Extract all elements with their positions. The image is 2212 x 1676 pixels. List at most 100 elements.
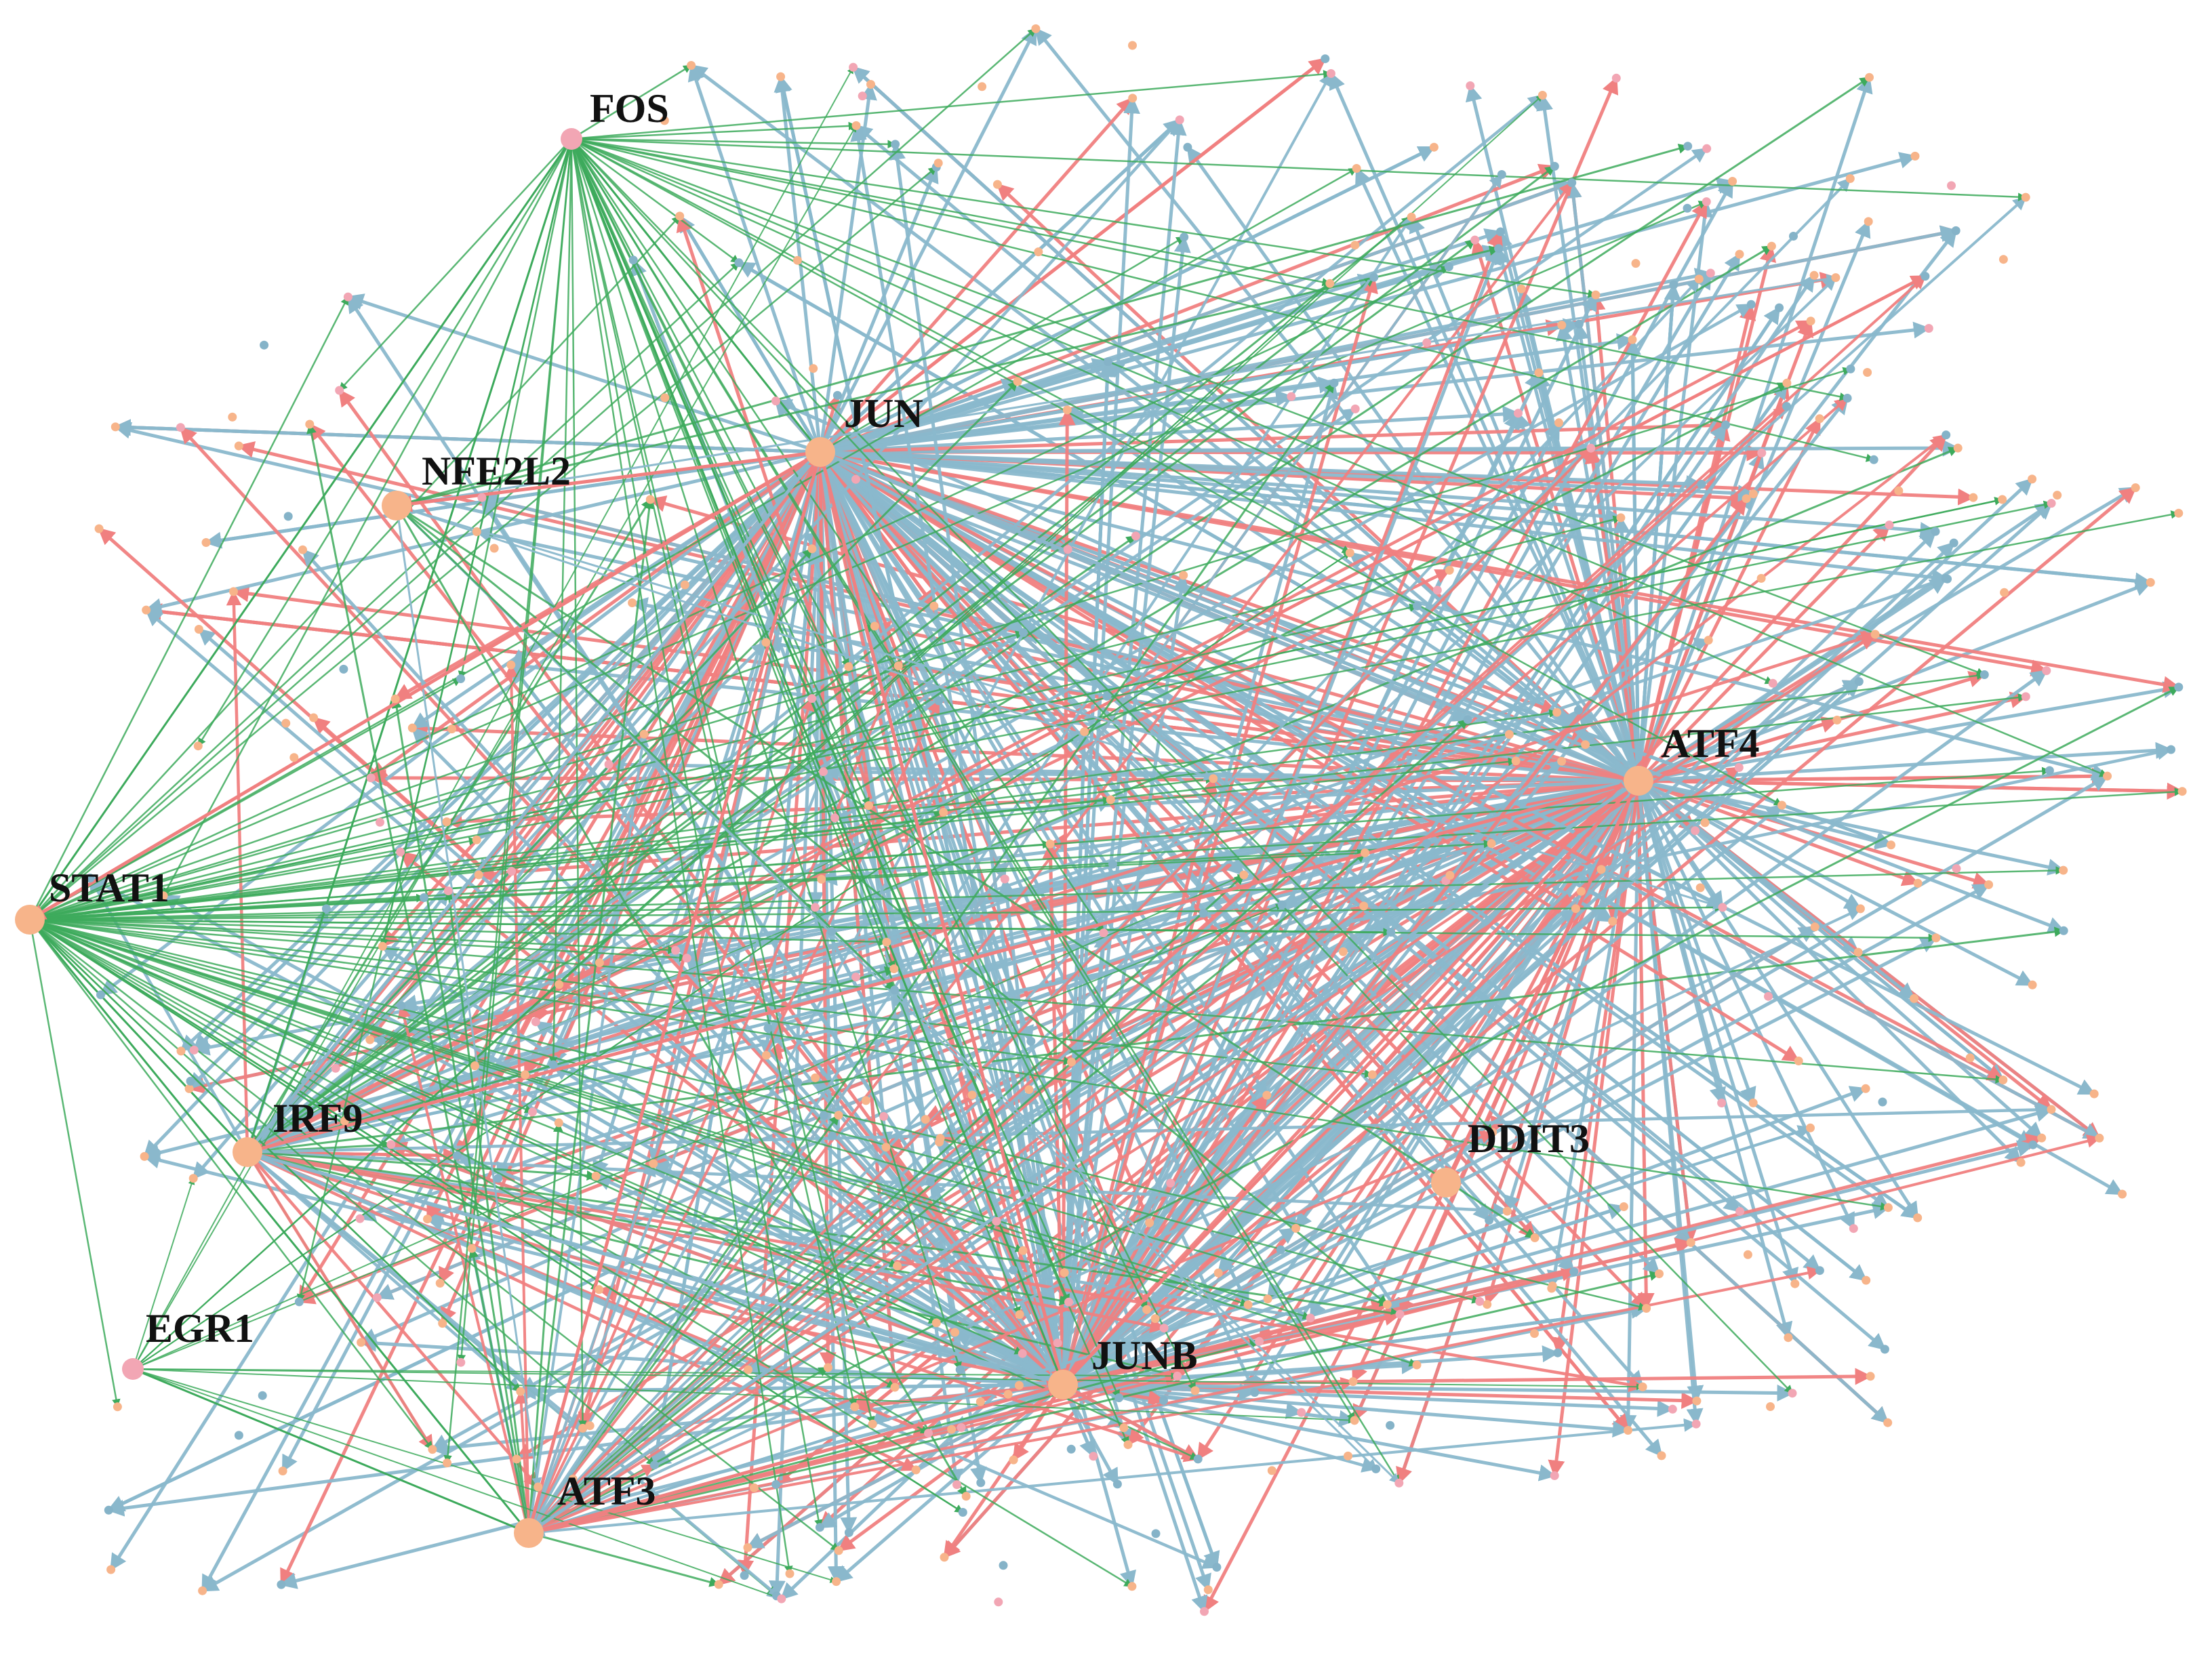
edge-irf9 [247,1151,597,1181]
target-node [1998,495,2007,504]
target-node [1018,1349,1027,1358]
target-node [1429,142,1439,152]
target-node [978,82,987,91]
target-node [2131,483,2140,493]
target-node [1885,520,1894,530]
hub-node-fos: FOS [561,86,669,150]
edge-junb [1062,497,1748,1386]
target-node [1485,1216,1494,1225]
target-node [2177,787,2187,796]
target-node [1015,1310,1024,1320]
target-node [1947,181,1956,190]
edge-egr1 [132,552,1351,1370]
target-node [889,964,899,973]
target-node [1567,178,1577,188]
target-node [929,601,939,611]
target-node [1395,1309,1405,1319]
edge-jun [818,83,877,453]
target-node [925,1177,935,1187]
hub-node-atf4: ATF4 [1624,721,1760,796]
target-node [660,393,670,403]
edge-irf9 [247,839,1493,1154]
target-node [1159,1396,1168,1405]
target-node [1504,730,1514,739]
edge-fos [549,138,573,1066]
edge-jun [818,451,1268,1097]
target-node [376,817,384,827]
target-node [1831,273,1841,283]
edge-stat1 [29,166,938,920]
edge-jun [820,163,1556,454]
edge-atf4-jun [818,449,1639,783]
target-node [1297,1408,1306,1417]
target-node [649,1460,659,1470]
target-node [585,1421,595,1431]
target-node [830,813,839,823]
edge-atf3-atf4 [527,779,1641,1535]
target-node [2047,499,2056,508]
edge-fos [571,138,1331,287]
edge-irf9 [246,119,1181,1153]
target-node [1386,1420,1395,1430]
edge-atf3 [527,173,1503,1534]
edge-atf3 [391,697,530,1534]
edge-fos [570,138,858,1408]
target-node [2016,1158,2026,1167]
target-node [1128,94,1138,103]
edge-fos [571,121,858,140]
target-node [335,386,344,395]
target-node [714,1580,723,1589]
target-node [1031,24,1041,33]
target-node [2167,745,2175,754]
target-node [815,1523,824,1532]
edge-fos [197,138,573,747]
edge-junb [1061,274,1816,1386]
target-node [1691,1419,1701,1429]
target-node [1114,1393,1124,1402]
edge-atf3 [527,770,826,1534]
edge-atf3 [528,1418,1698,1534]
target-node [386,1140,396,1149]
target-node [1018,1246,1028,1255]
edge-irf9 [247,1102,2053,1154]
target-node [1809,270,1819,280]
target-node [595,958,604,967]
target-node [305,420,315,429]
edge-jun [820,417,1728,454]
target-node [891,140,900,149]
target-node [1494,244,1504,253]
target-node [2095,1133,2104,1143]
hub-label-nfe2l2: NFE2L2 [422,449,571,493]
hub-circle [561,128,582,150]
target-node [1151,1529,1161,1538]
target-node [1350,1416,1359,1425]
target-node [1686,1238,1695,1247]
edge-fos [570,138,1021,1315]
hub-label-ddit3: DDIT3 [1468,1116,1590,1161]
target-node [1717,1099,1727,1107]
edge-stat1 [29,918,677,955]
target-node [1638,1382,1647,1391]
target-node [1179,571,1188,580]
target-node [365,1035,375,1044]
target-node [1574,319,1584,329]
target-node [1243,1300,1253,1309]
target-node [396,847,405,857]
target-node [1326,69,1335,78]
target-node [1734,763,1744,772]
target-node [1024,1085,1034,1095]
target-node [1815,414,1824,424]
target-node [1748,489,1758,499]
target-node [555,980,564,989]
target-node [2021,692,2030,701]
target-node [939,808,948,817]
target-node [1953,443,1963,453]
target-node [289,753,299,762]
target-node [378,941,387,951]
target-node [2174,682,2184,692]
target-node [687,61,696,70]
hub-label-jun: JUN [844,391,923,436]
edge-atf4 [851,66,1640,782]
hub-node-nfe2l2: NFE2L2 [382,449,571,520]
target-node [1790,1279,1800,1288]
